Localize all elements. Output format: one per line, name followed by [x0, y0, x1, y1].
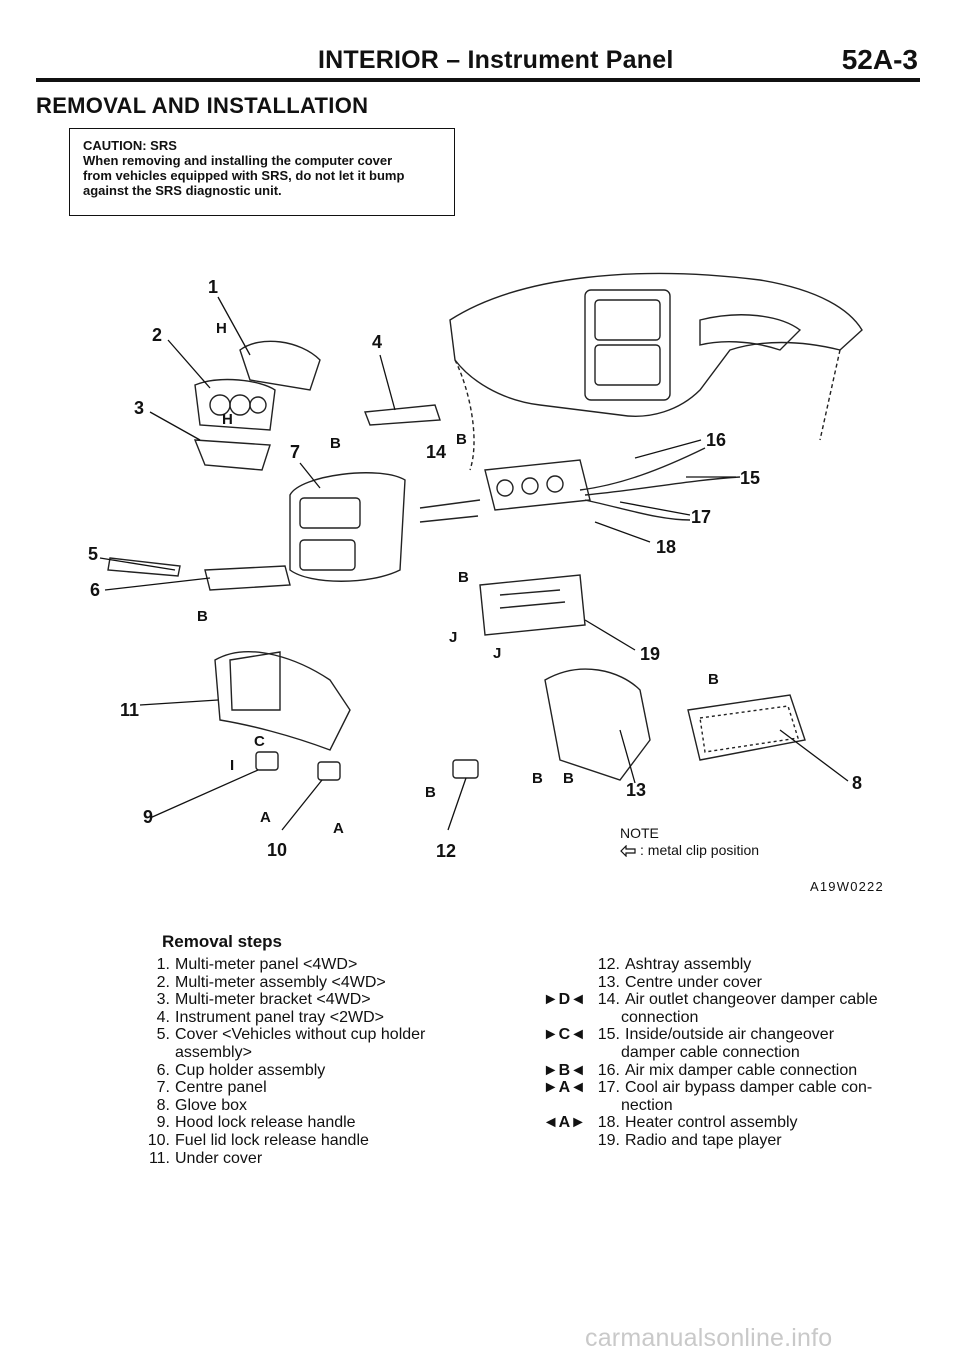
callout-7: 7: [290, 442, 301, 462]
letter-label: B: [532, 770, 543, 787]
page-number: 52A-3: [841, 44, 918, 75]
page-header: INTERIOR – Instrument Panel 52A-3: [0, 44, 960, 84]
letter-label: B: [458, 569, 469, 586]
letter-label: B: [330, 435, 341, 452]
list-item: 19.Radio and tape player: [597, 1131, 782, 1149]
callout-15: 15: [740, 468, 761, 488]
list-item: 4.Instrument panel tray <2WD>: [156, 1008, 384, 1026]
callout-5: 5: [88, 544, 99, 564]
letter-label: A: [260, 809, 271, 826]
note-title: NOTE: [620, 825, 659, 841]
list-item: 13.Centre under cover: [597, 973, 762, 991]
list-item: 6.Cup holder assembly: [156, 1061, 326, 1079]
section-title: REMOVAL AND INSTALLATION: [36, 93, 369, 118]
list-item: 1.Multi-meter panel <4WD>: [156, 956, 358, 973]
letter-label: B: [563, 770, 574, 787]
callout-16: 16: [706, 430, 727, 450]
list-item: 3.Multi-meter bracket <4WD>: [156, 991, 371, 1009]
cup-holder: [107, 557, 181, 577]
centre-under-cover: [544, 668, 651, 781]
letter-label: B: [708, 671, 719, 688]
metal-clip-icon: [620, 844, 636, 857]
letter-label: C: [254, 733, 265, 750]
heater-control: [484, 459, 591, 511]
callout-18: 18: [656, 537, 677, 557]
service-mark: ►D◄: [542, 991, 586, 1009]
caution-box: CAUTION: SRS When removing and installin…: [69, 128, 455, 216]
centre-panel: [289, 472, 406, 582]
list-item: 10.Fuel lid lock release handle: [147, 1131, 369, 1149]
list-item: 7.Centre panel: [156, 1079, 267, 1097]
letter-label: B: [197, 608, 208, 625]
letter-label: A: [333, 820, 344, 837]
instrument-tray: [364, 404, 441, 426]
steps-right-column: 12.Ashtray assembly 13.Centre under cove…: [488, 956, 918, 1150]
list-item: ►B◄16.Air mix damper cable connection: [488, 1062, 918, 1080]
list-item: damper cable connection: [621, 1043, 800, 1061]
multimeter-bracket: [193, 439, 271, 471]
list-item: 5.Cover <Vehicles without cup holder: [156, 1026, 426, 1044]
letter-label: B: [425, 784, 436, 801]
note-text: : metal clip position: [640, 842, 760, 858]
list-item: ►C◄15.Inside/outside air changeover: [488, 1026, 918, 1044]
list-item: 11.Under cover: [148, 1149, 263, 1167]
service-mark: ◄A►: [542, 1114, 586, 1132]
letter-label: J: [449, 629, 458, 646]
list-item: 12.Ashtray assembly: [597, 956, 752, 973]
steps-left-column: 1.Multi-meter panel <4WD> 2.Multi-meter …: [140, 956, 470, 1167]
list-item: 8.Glove box: [156, 1096, 248, 1114]
letter-label: B: [456, 431, 467, 448]
list-item: nection: [621, 1096, 673, 1114]
callout-4: 4: [372, 332, 383, 352]
callout-13: 13: [626, 780, 647, 800]
steps-title: Removal steps: [162, 932, 282, 951]
callout-9: 9: [143, 807, 154, 827]
note-row: : metal clip position: [620, 842, 759, 859]
letter-label: H: [216, 320, 227, 337]
list-item: 9.Hood lock release handle: [156, 1114, 356, 1132]
letter-label: I: [230, 757, 235, 774]
callout-12: 12: [436, 841, 457, 861]
letter-label: H: [222, 411, 233, 428]
diagram-note: NOTE : metal clip position: [620, 825, 759, 859]
list-item: 2.Multi-meter assembly <4WD>: [156, 973, 386, 991]
callout-1: 1: [208, 277, 219, 297]
page-title: INTERIOR – Instrument Panel: [318, 46, 674, 74]
multimeter-assembly: [194, 378, 276, 431]
callout-8: 8: [852, 773, 863, 793]
callout-19: 19: [640, 644, 661, 664]
callout-11: 11: [120, 700, 140, 720]
multimeter-panel: [239, 340, 321, 391]
callout-14: 14: [426, 442, 447, 462]
radio: [479, 574, 586, 636]
dashboard-outline: [449, 272, 863, 417]
exploded-diagram: 1 2 3 4 5 6 7 8 9 10 11 12 13 14 15 16 1…: [0, 240, 960, 900]
callout-6: 6: [90, 580, 101, 600]
list-item: ◄A►18.Heater control assembly: [488, 1114, 918, 1132]
figure-id: A19W0222: [810, 879, 884, 894]
header-rule: [36, 78, 920, 82]
watermark: carmanualsonline.info: [585, 1324, 833, 1352]
callout-3: 3: [134, 398, 145, 418]
list-item: connection: [621, 1008, 699, 1026]
list-item: ►D◄14.Air outlet changeover damper cable: [488, 991, 918, 1009]
service-mark: ►C◄: [542, 1026, 586, 1044]
list-item: ►A◄17.Cool air bypass damper cable con-: [488, 1079, 918, 1097]
callout-17: 17: [691, 507, 712, 527]
caution-title: CAUTION: SRS: [83, 138, 177, 153]
callout-10: 10: [267, 840, 288, 860]
caution-body: When removing and installing the compute…: [83, 153, 405, 198]
service-mark: ►A◄: [542, 1079, 586, 1097]
under-cover: [214, 651, 351, 751]
letter-label: J: [493, 645, 502, 662]
list-item: assembly>: [175, 1043, 252, 1061]
diagram-artwork: [99, 272, 863, 831]
service-mark: ►B◄: [542, 1061, 586, 1079]
glove-box: [687, 694, 806, 761]
callout-2: 2: [152, 325, 163, 345]
